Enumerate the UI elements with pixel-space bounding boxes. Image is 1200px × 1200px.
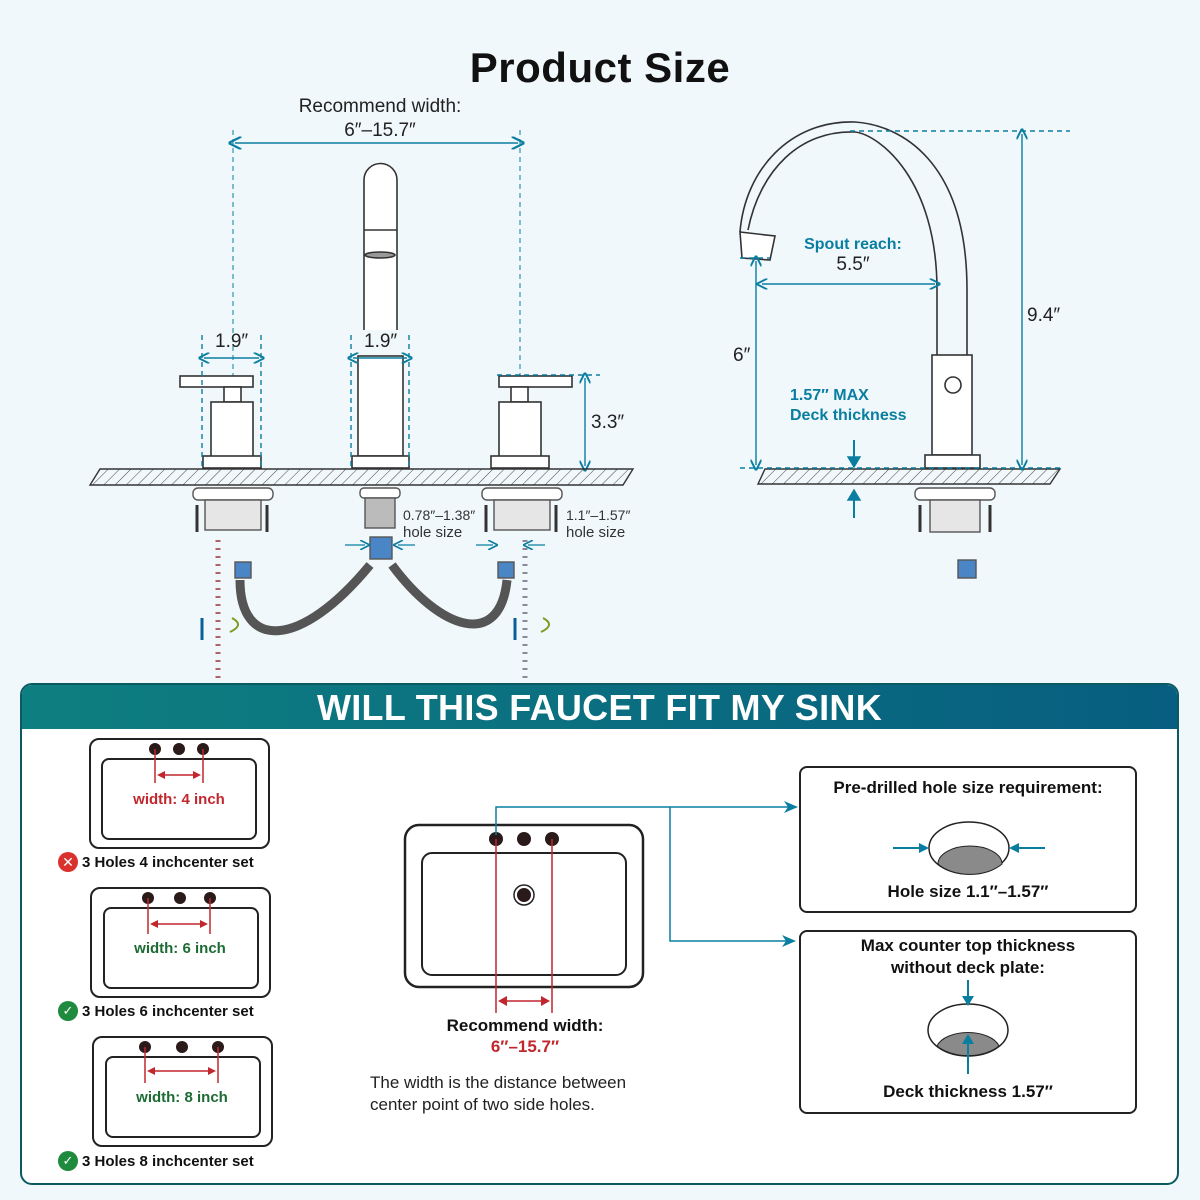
deck-thickness-label: Deck thickness	[790, 407, 907, 424]
thickness-caption: Deck thickness 1.57″	[883, 1082, 1053, 1101]
spout-side	[739, 121, 981, 469]
center-hole-label: hole size	[403, 524, 463, 541]
fit-banner: WILL THIS FAUCET FIT MY SINK	[22, 685, 1177, 729]
page-title: Product Size	[469, 44, 731, 91]
flow-arrow-icon	[200, 618, 517, 640]
thickness-icon	[927, 980, 1009, 1074]
handle-height-label: 3.3″	[591, 412, 625, 433]
option-width-label: width: 6 inch	[134, 940, 226, 957]
width-description-line2: center point of two side holes.	[370, 1095, 595, 1114]
spout-reach-label: Spout reach:	[804, 236, 902, 253]
spout-height-label: 6″	[733, 345, 751, 366]
option-caption: 3 Holes 6 inchcenter set	[82, 1002, 254, 1020]
recommend-width-value: 6″–15.7″	[344, 120, 416, 141]
center-recommend-label: Recommend width:	[446, 1016, 604, 1035]
countertop-front	[88, 468, 635, 486]
hose-left	[235, 562, 374, 636]
hole-size-title: Pre-drilled hole size requirement:	[833, 778, 1103, 797]
total-height-label: 9.4″	[1027, 305, 1061, 326]
hose-right	[388, 562, 512, 629]
deck-thickness-max: 1.57″ MAX	[790, 387, 869, 404]
recommend-width-label: Recommend width:	[298, 96, 462, 117]
x-circle-icon: ✕	[58, 852, 78, 872]
check-circle-icon: ✓	[58, 1151, 78, 1171]
countertop-side	[756, 468, 1062, 485]
faucet-dimension-drawing	[88, 121, 1070, 680]
center-sink-diagram	[403, 801, 798, 1013]
option-width-label: width: 8 inch	[136, 1089, 228, 1106]
left-handle	[179, 375, 262, 469]
thickness-title-line2: without deck plate:	[891, 958, 1045, 977]
right-handle	[490, 375, 573, 469]
hole-size-box: Pre-drilled hole size requirement: Hole …	[799, 766, 1137, 913]
spout-front	[351, 162, 410, 469]
spout-reach-value: 5.5″	[836, 254, 870, 275]
center-recommend-value: 6″–15.7″	[490, 1037, 560, 1056]
handle-width-label: 1.9″	[215, 331, 249, 352]
deck-thickness-box: Max counter top thickness without deck p…	[799, 930, 1137, 1114]
under-counter-fittings	[192, 487, 563, 579]
spout-base-width-label: 1.9″	[364, 331, 398, 352]
rotate-arrow-icon	[229, 617, 550, 633]
hole-icon	[893, 821, 1045, 875]
hole-size-caption: Hole size 1.1″–1.57″	[887, 882, 1049, 901]
option-width-label: width: 4 inch	[133, 791, 225, 808]
center-hole-size: 0.78″–1.38″	[403, 507, 476, 523]
side-hole-size: 1.1″–1.57″	[566, 507, 631, 523]
thickness-title-line1: Max counter top thickness	[860, 936, 1076, 955]
side-hole-label: hole size	[566, 524, 626, 541]
width-description-line1: The width is the distance between	[370, 1073, 627, 1092]
check-circle-icon: ✓	[58, 1001, 78, 1021]
option-caption: 3 Holes 4 inchcenter set	[82, 853, 254, 871]
option-caption: 3 Holes 8 inchcenter set	[82, 1152, 254, 1170]
